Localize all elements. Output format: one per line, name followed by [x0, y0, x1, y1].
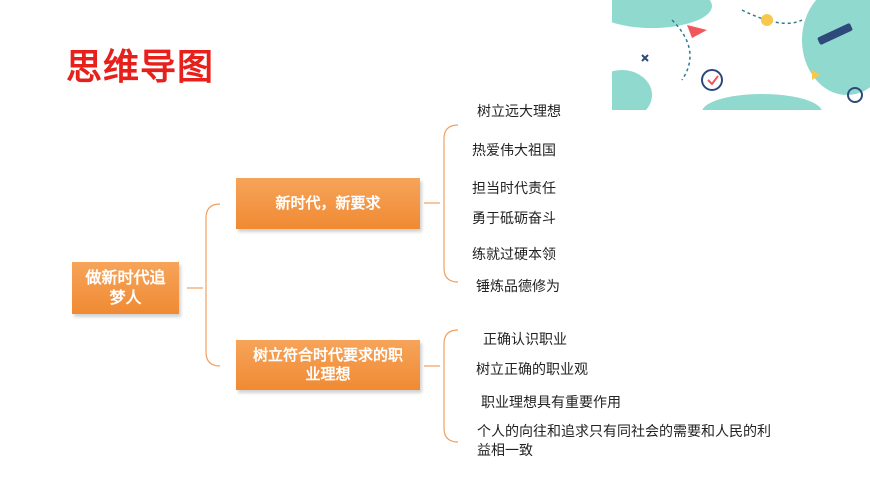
- branch-node-new-era: 新时代，新要求: [236, 178, 420, 229]
- leaf-item: 锤炼品德修为: [476, 279, 560, 295]
- leaf-item: 正确认识职业: [483, 332, 567, 348]
- leaf-item: 职业理想具有重要作用: [481, 395, 621, 411]
- page-title: 思维导图: [66, 47, 215, 88]
- leaf-item: 树立远大理想: [477, 104, 561, 120]
- root-node: 做新时代追梦人: [72, 262, 179, 314]
- leaf-item: 担当时代责任: [472, 181, 556, 197]
- leaf-item: 热爱伟大祖国: [472, 143, 556, 159]
- leaf-item: 勇于砥砺奋斗: [472, 211, 556, 227]
- leaf-item: 练就过硬本领: [472, 247, 556, 263]
- branch-node-career-ideal: 树立符合时代要求的职业理想: [236, 340, 420, 390]
- leaf-item: 个人的向往和追求只有同社会的需要和人民的利益相一致: [477, 424, 771, 459]
- decorative-illustration: [612, 0, 870, 110]
- leaf-item: 树立正确的职业观: [476, 362, 588, 378]
